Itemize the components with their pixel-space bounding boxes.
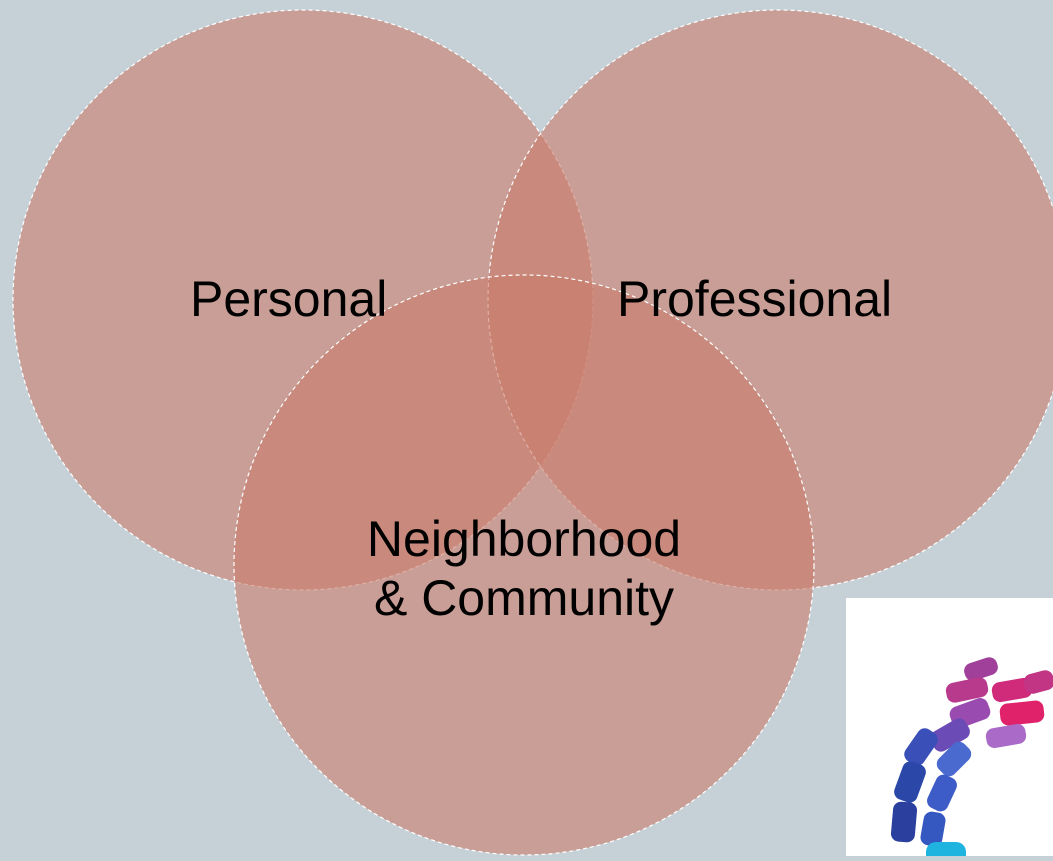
- label-professional: Professional: [617, 271, 892, 327]
- label-personal: Personal: [190, 271, 387, 327]
- logo-card: [846, 598, 1053, 861]
- label-community-line2: & Community: [374, 570, 674, 626]
- label-community-line1: Neighborhood: [367, 511, 681, 567]
- puzzle-globe-logo-icon: [890, 657, 1053, 861]
- circle-community: [233, 274, 815, 856]
